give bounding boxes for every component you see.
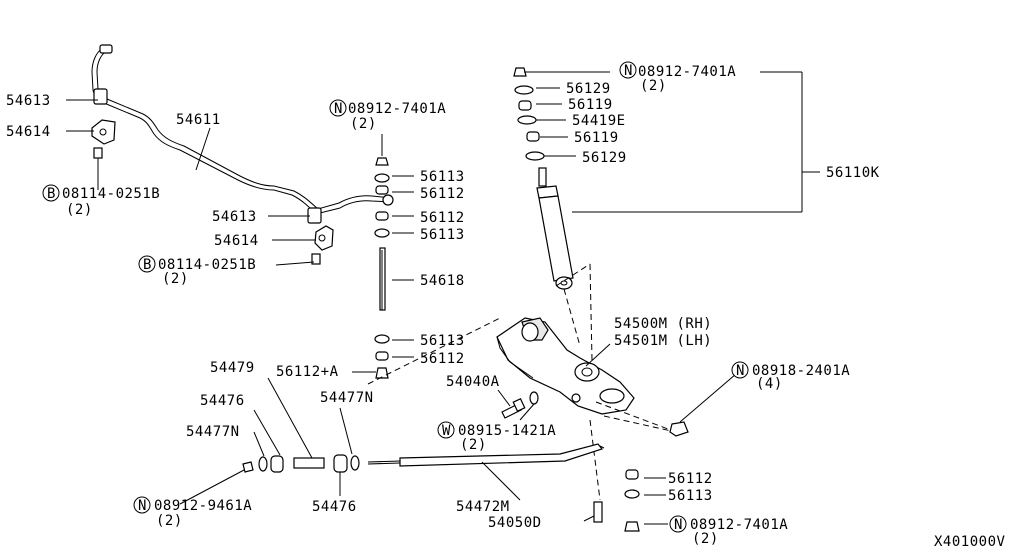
label-54501m: 54501M (LH) — [614, 333, 712, 349]
nut-symbol-rod: N — [133, 496, 151, 514]
label-56112-c: 56112 — [420, 351, 465, 367]
label-54618: 54618 — [420, 273, 465, 289]
label-54477n-a: 54477N — [186, 424, 240, 440]
label-nut-rod-qty: (2) — [156, 513, 183, 529]
label-bolt-stab-top-qty: (2) — [66, 202, 93, 218]
label-54476-a: 54476 — [200, 393, 245, 409]
label-bolt-stab-bottom: 08114-0251B — [158, 257, 256, 273]
tension-rod-bushings — [242, 454, 360, 473]
label-washer-bolt: 08915-1421A — [458, 423, 556, 439]
label-54500m: 54500M (RH) — [614, 316, 712, 332]
label-washer-bolt-qty: (2) — [460, 437, 487, 453]
label-nut-shock-top: 08912-7401A — [638, 64, 736, 80]
stabilizer-bracket-top — [91, 119, 116, 145]
label-nut-rod: 08912-9461A — [154, 498, 252, 514]
bolt-symbol-stab-bottom: B — [138, 255, 156, 273]
svg-text:W: W — [442, 423, 451, 439]
bolt-symbol-stab-top: B — [42, 184, 60, 202]
label-nut-rod-end: 08912-7401A — [690, 517, 788, 533]
label-bolt-stab-top: 08114-0251B — [62, 186, 160, 202]
label-54476-b: 54476 — [312, 499, 357, 515]
tension-rod — [367, 443, 605, 467]
label-56113-b: 56113 — [420, 227, 465, 243]
label-56112-a: 56112 — [420, 186, 465, 202]
nut-symbol-shock-top: N — [619, 61, 637, 79]
label-56119-b: 56119 — [574, 130, 619, 146]
svg-text:B: B — [47, 186, 56, 202]
label-56113-d: 56113 — [668, 488, 713, 504]
label-54614-bottom: 54614 — [214, 233, 259, 249]
arm-bolt — [501, 397, 526, 419]
label-54611: 54611 — [176, 112, 221, 128]
label-56110k: 56110K — [826, 165, 880, 181]
label-nut-rod-end-qty: (2) — [692, 531, 719, 547]
lower-control-arm — [496, 317, 635, 415]
label-54613-top: 54613 — [6, 93, 51, 109]
label-54479: 54479 — [210, 360, 255, 376]
shock-absorber — [536, 167, 574, 290]
svg-text:N: N — [624, 63, 633, 79]
svg-text:N: N — [334, 101, 343, 117]
label-54040a: 54040A — [446, 374, 500, 390]
rod-end-bolt — [593, 501, 603, 523]
stabilizer-bolt-bottom — [311, 253, 321, 265]
svg-text:B: B — [143, 257, 152, 273]
stabilizer-bushing-top — [93, 88, 108, 105]
label-56113-c: 56113 — [420, 333, 465, 349]
stabilizer-link-stack — [374, 157, 390, 379]
label-54472m: 54472M — [456, 499, 510, 515]
label-56112-plus-a: 56112+A — [276, 364, 339, 380]
label-56112-d: 56112 — [668, 471, 713, 487]
shock-top-hardware — [513, 67, 545, 161]
arm-washer — [529, 391, 539, 405]
label-nut-shock-top-qty: (2) — [640, 78, 667, 94]
nut-symbol-link-top: N — [329, 99, 347, 117]
label-54419e: 54419E — [572, 113, 626, 129]
svg-text:N: N — [736, 363, 745, 379]
svg-text:N: N — [138, 498, 147, 514]
arm-nut — [669, 421, 689, 437]
stabilizer-bolt-top — [93, 147, 103, 190]
nut-symbol-arm: N — [731, 361, 749, 379]
label-56129-b: 56129 — [582, 150, 627, 166]
label-nut-link-top: 08912-7401A — [348, 101, 446, 117]
diagram-code: X401000V — [934, 534, 1006, 550]
label-54477n-b: 54477N — [320, 390, 374, 406]
label-54613-bottom: 54613 — [212, 209, 257, 225]
label-54614-top: 54614 — [6, 124, 51, 140]
label-nut-arm-qty: (4) — [756, 376, 783, 392]
svg-text:N: N — [674, 517, 683, 533]
label-nut-arm: 08918-2401A — [752, 363, 850, 379]
rod-end-hardware — [624, 469, 640, 532]
stabilizer-bracket-bottom — [314, 225, 334, 251]
label-54050d: 54050D — [488, 515, 542, 531]
label-nut-link-top-qty: (2) — [350, 116, 377, 132]
label-56113-a: 56113 — [420, 169, 465, 185]
washer-symbol-arm: W — [437, 421, 455, 439]
label-56112-b: 56112 — [420, 210, 465, 226]
label-56129-a: 56129 — [566, 81, 611, 97]
label-bolt-stab-bottom-qty: (2) — [162, 271, 189, 287]
label-56119-a: 56119 — [568, 97, 613, 113]
nut-symbol-rod-end: N — [669, 515, 687, 533]
